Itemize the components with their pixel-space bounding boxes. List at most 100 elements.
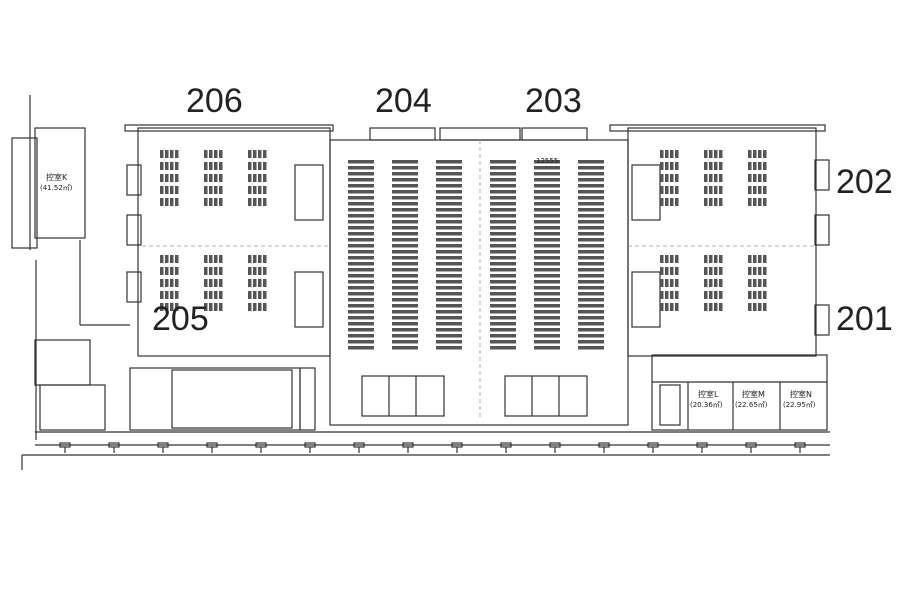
seat	[534, 208, 560, 212]
room-203-label: 203	[525, 82, 582, 120]
seat	[170, 255, 174, 263]
seat	[253, 174, 257, 182]
seat	[490, 214, 516, 218]
seat	[578, 220, 604, 224]
seat	[534, 316, 560, 320]
waiting-room-k-area: (41.52㎡)	[40, 184, 73, 192]
seat	[175, 174, 179, 182]
seat	[490, 196, 516, 200]
seat	[709, 198, 713, 206]
seat	[248, 198, 252, 206]
restroom-block	[659, 384, 681, 426]
seat	[490, 220, 516, 224]
seat	[660, 162, 664, 170]
seat	[175, 186, 179, 194]
seat	[714, 150, 718, 158]
seat	[248, 174, 252, 182]
elevator-block	[34, 339, 91, 386]
seat	[348, 262, 374, 266]
seat	[258, 279, 262, 287]
seat	[219, 255, 223, 263]
waiting-room-n-area: (22.95㎡)	[783, 401, 816, 409]
seat	[392, 160, 418, 164]
seat	[204, 267, 208, 275]
seat	[253, 279, 257, 287]
seat	[670, 186, 674, 194]
seat	[392, 190, 418, 194]
seat	[490, 184, 516, 188]
vent-203	[521, 127, 588, 141]
side-door-left	[126, 271, 142, 303]
seat	[665, 174, 669, 182]
seat	[660, 174, 664, 182]
seat	[719, 255, 723, 263]
seat	[392, 322, 418, 326]
seat	[436, 292, 462, 296]
seat	[209, 162, 213, 170]
seat	[160, 303, 164, 311]
seat	[436, 232, 462, 236]
seat	[165, 291, 169, 299]
seat	[578, 160, 604, 164]
seat	[660, 279, 664, 287]
seat	[534, 304, 560, 308]
seat	[763, 150, 767, 158]
seat	[490, 316, 516, 320]
seat	[436, 256, 462, 260]
seat	[160, 162, 164, 170]
seat	[714, 162, 718, 170]
seat	[209, 255, 213, 263]
seat	[348, 310, 374, 314]
podium-202	[631, 164, 661, 221]
seat	[348, 160, 374, 164]
seat	[578, 322, 604, 326]
seat	[165, 150, 169, 158]
seat	[209, 150, 213, 158]
seat	[714, 174, 718, 182]
seat	[704, 150, 708, 158]
seat	[263, 162, 267, 170]
seat	[392, 262, 418, 266]
seat	[534, 160, 560, 164]
seat	[758, 291, 762, 299]
seat	[534, 274, 560, 278]
seat	[248, 150, 252, 158]
seat	[660, 303, 664, 311]
seat	[348, 340, 374, 344]
seat	[704, 303, 708, 311]
top-wall-left	[124, 124, 334, 132]
seat	[392, 334, 418, 338]
seat	[209, 198, 213, 206]
seat	[719, 303, 723, 311]
seat	[214, 255, 218, 263]
seat	[175, 291, 179, 299]
seat	[219, 186, 223, 194]
seat	[578, 178, 604, 182]
seat	[719, 150, 723, 158]
seat	[214, 186, 218, 194]
seat	[534, 328, 560, 332]
seat	[348, 244, 374, 248]
seat	[392, 256, 418, 260]
seat	[534, 286, 560, 290]
seat	[253, 198, 257, 206]
seat	[392, 346, 418, 350]
seat	[436, 220, 462, 224]
seat	[758, 198, 762, 206]
seat	[748, 279, 752, 287]
seat	[348, 346, 374, 350]
seat	[258, 267, 262, 275]
seat	[534, 244, 560, 248]
seat	[170, 150, 174, 158]
seat	[170, 267, 174, 275]
seat	[175, 303, 179, 311]
seat	[436, 340, 462, 344]
waiting-room-k-name: 控室K	[46, 172, 68, 182]
seat	[490, 232, 516, 236]
seat	[719, 162, 723, 170]
seat	[534, 166, 560, 170]
seat	[219, 279, 223, 287]
seat	[219, 174, 223, 182]
seat	[675, 198, 679, 206]
seat	[392, 172, 418, 176]
